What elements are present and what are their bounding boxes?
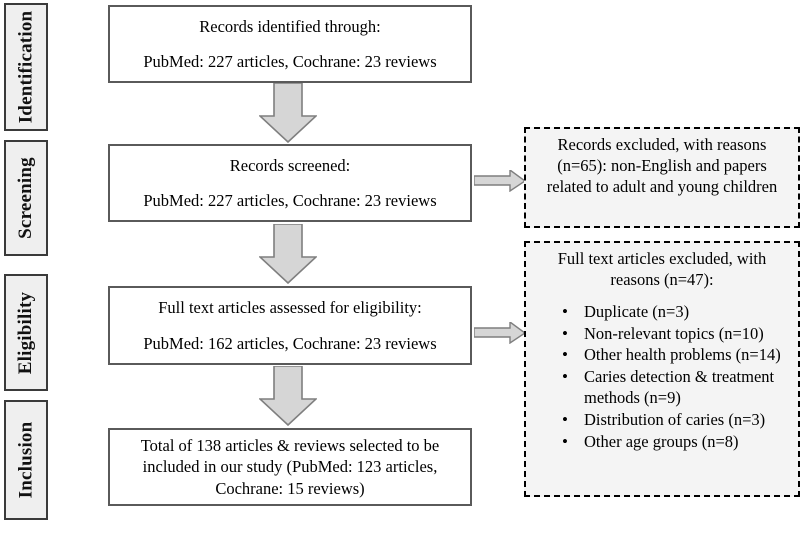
- records-screened-line1: Records screened:: [229, 155, 351, 175]
- records-screened-line2: PubMed: 227 articles, Cochrane: 23 revie…: [143, 191, 437, 210]
- list-item: Duplicate (n=3): [562, 301, 786, 323]
- stage-label-inclusion: Inclusion: [4, 400, 48, 520]
- list-item: Caries detection & treatment methods (n=…: [562, 366, 786, 409]
- down-arrow-icon: [259, 224, 317, 284]
- fulltext-excluded-head-line2: reasons (n=47):: [610, 269, 714, 289]
- stage-label-text: Eligibility: [15, 291, 37, 374]
- list-item: Other age groups (n=8): [562, 431, 786, 453]
- right-arrow-icon-fulltext-excluded: [474, 322, 526, 344]
- stage-label-eligibility: Eligibility: [4, 274, 48, 391]
- records-excluded-line1: Records excluded, with reasons: [557, 135, 767, 154]
- records-excluded-line3: related to adult and young children: [546, 176, 778, 196]
- box-fulltext-assessed: Full text articles assessed for eligibil…: [108, 286, 472, 365]
- records-identified-line1: Records identified through:: [199, 16, 381, 36]
- records-excluded-line2: (n=65): non-English and papers: [557, 155, 767, 175]
- fulltext-excluded-reason-list: Duplicate (n=3) Non-relevant topics (n=1…: [538, 301, 786, 454]
- box-records-screened: Records screened: PubMed: 227 articles, …: [108, 144, 472, 222]
- right-arrow-icon-records-excluded: [474, 170, 526, 192]
- stage-label-identification: Identification: [4, 3, 48, 131]
- studies-included-line1: Total of 138 articles & reviews selected…: [140, 436, 440, 456]
- box-fulltext-excluded: Full text articles excluded, with reason…: [524, 241, 800, 497]
- records-identified-line2: PubMed: 227 articles, Cochrane: 23 revie…: [143, 52, 437, 71]
- fulltext-excluded-head-line1: Full text articles excluded, with: [557, 249, 767, 268]
- stage-label-text: Inclusion: [15, 421, 36, 499]
- list-item: Other health problems (n=14): [562, 344, 786, 366]
- box-records-identified: Records identified through: PubMed: 227 …: [108, 5, 472, 83]
- down-arrow-icon: [259, 366, 317, 426]
- stage-label-text: Identification: [15, 10, 36, 124]
- studies-included-line2: included in our study (PubMed: 123 artic…: [142, 457, 438, 477]
- box-records-excluded: Records excluded, with reasons (n=65): n…: [524, 127, 800, 228]
- fulltext-assessed-line2: PubMed: 162 articles, Cochrane: 23 revie…: [143, 333, 437, 353]
- stage-label-text: Screening: [15, 157, 37, 239]
- list-item: Non-relevant topics (n=10): [562, 323, 786, 345]
- fulltext-assessed-line1: Full text articles assessed for eligibil…: [158, 298, 422, 318]
- down-arrow-icon: [259, 83, 317, 143]
- stage-label-screening: Screening: [4, 140, 48, 256]
- studies-included-line3: Cochrane: 15 reviews): [215, 478, 365, 498]
- list-item: Distribution of caries (n=3): [562, 409, 786, 431]
- box-studies-included: Total of 138 articles & reviews selected…: [108, 428, 472, 506]
